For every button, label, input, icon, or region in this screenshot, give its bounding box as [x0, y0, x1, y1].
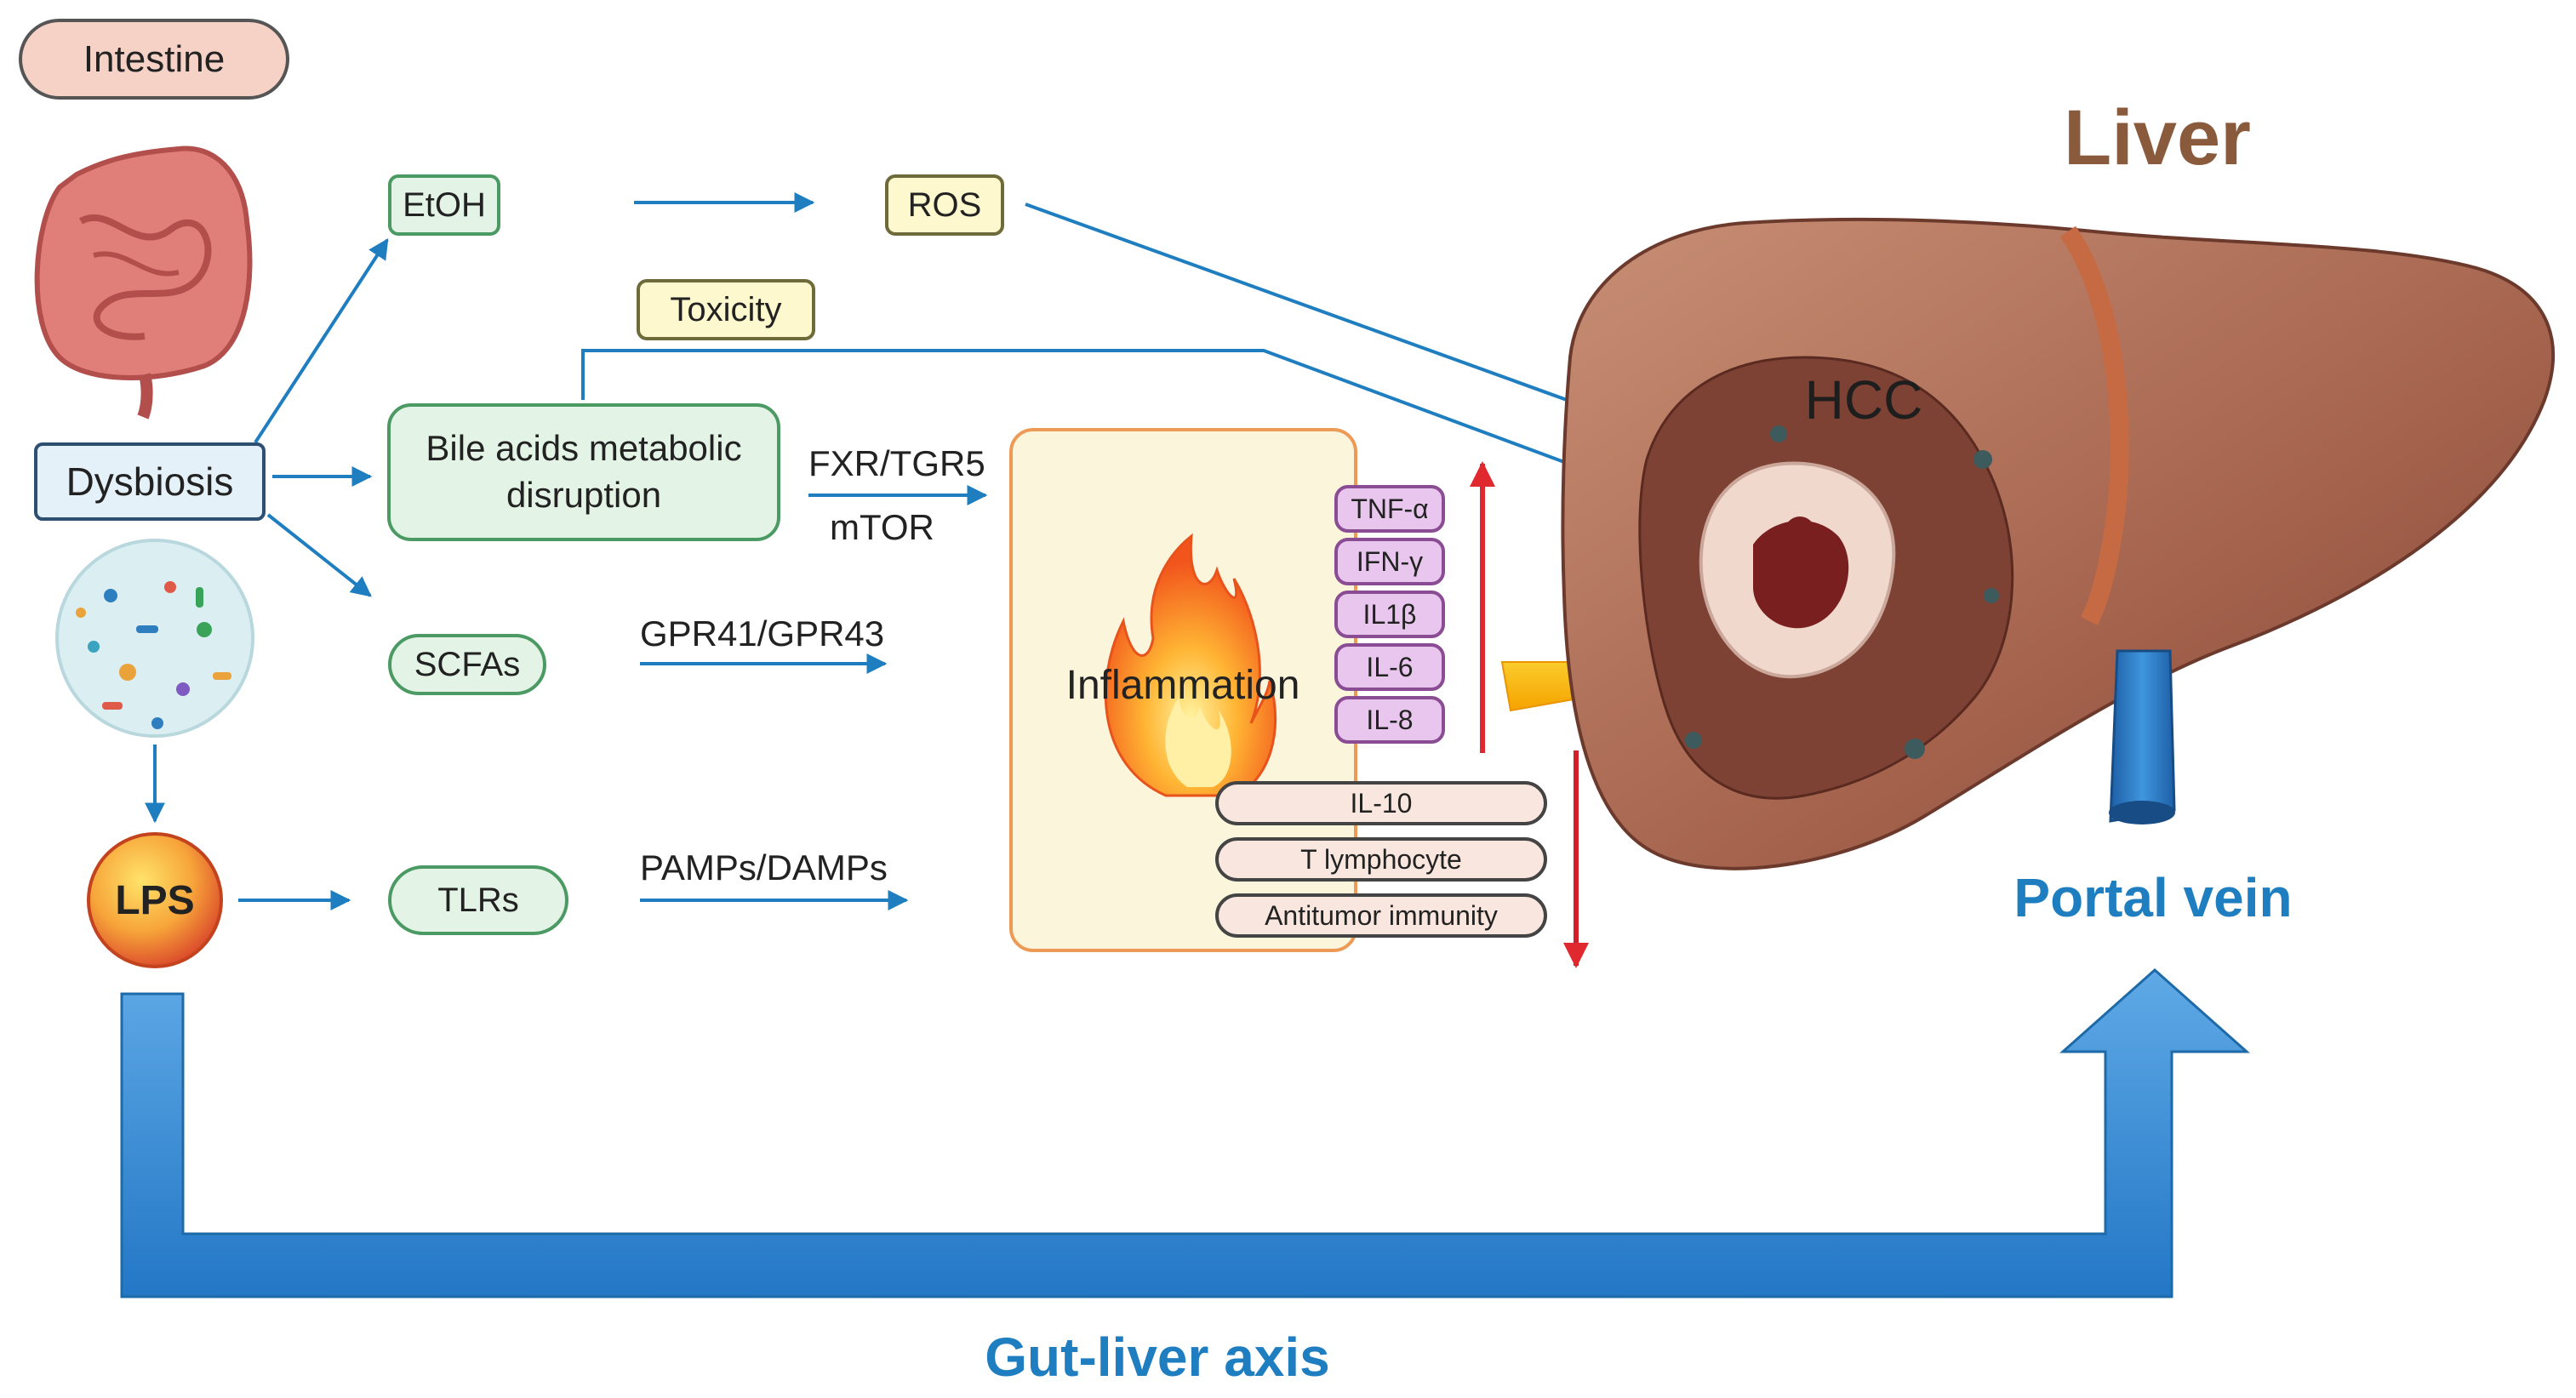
bile-acids-text: Bile acids metabolic disruption [426, 428, 742, 515]
dysbiosis-label: Dysbiosis [34, 442, 266, 521]
liver-title: Liver [2064, 94, 2251, 181]
cytokine-il1b: IL1β [1334, 591, 1445, 638]
tlrs-label: TLRs [388, 865, 568, 935]
cytokine-il6: IL-6 [1334, 643, 1445, 691]
down-antitumor-immunity: Antitumor immunity [1215, 893, 1547, 938]
intestine-label: Intestine [19, 19, 289, 100]
pamps-damps-label: PAMPs/DAMPs [640, 847, 888, 887]
fire-icon [1104, 533, 1277, 797]
liver-icon [1561, 217, 2555, 870]
hcc-label: HCC [1804, 369, 1923, 431]
ros-label: ROS [885, 174, 1004, 236]
bacteria-icon [55, 539, 254, 738]
cytokine-tnf: TNF-α [1334, 485, 1445, 533]
bile-acids-label: Bile acids metabolic disruption [387, 403, 780, 541]
gut-liver-axis-arrow [120, 967, 2250, 1298]
down-il10: IL-10 [1215, 781, 1547, 825]
cytokine-il8: IL-8 [1334, 696, 1445, 744]
down-t-lymphocyte: T lymphocyte [1215, 837, 1547, 882]
etoh-label: EtOH [388, 174, 500, 236]
scfas-label: SCFAs [388, 634, 546, 695]
intestine-icon [34, 146, 253, 419]
portal-vein-icon [2109, 649, 2176, 825]
gut-liver-axis-label: Gut-liver axis [985, 1327, 1330, 1388]
lps-label: LPS [115, 877, 195, 923]
gpr-label: GPR41/GPR43 [640, 613, 885, 653]
lps-circle [87, 832, 223, 968]
mtor-label: mTOR [830, 507, 934, 547]
cytokine-ifn: IFN-γ [1334, 538, 1445, 585]
inflammation-label: Inflammation [1065, 662, 1300, 708]
portal-vein-label: Portal vein [2013, 867, 2293, 928]
fxr-tgr5-label: FXR/TGR5 [808, 443, 985, 483]
connector-arrows [145, 192, 1781, 910]
toxicity-label: Toxicity [637, 279, 815, 340]
